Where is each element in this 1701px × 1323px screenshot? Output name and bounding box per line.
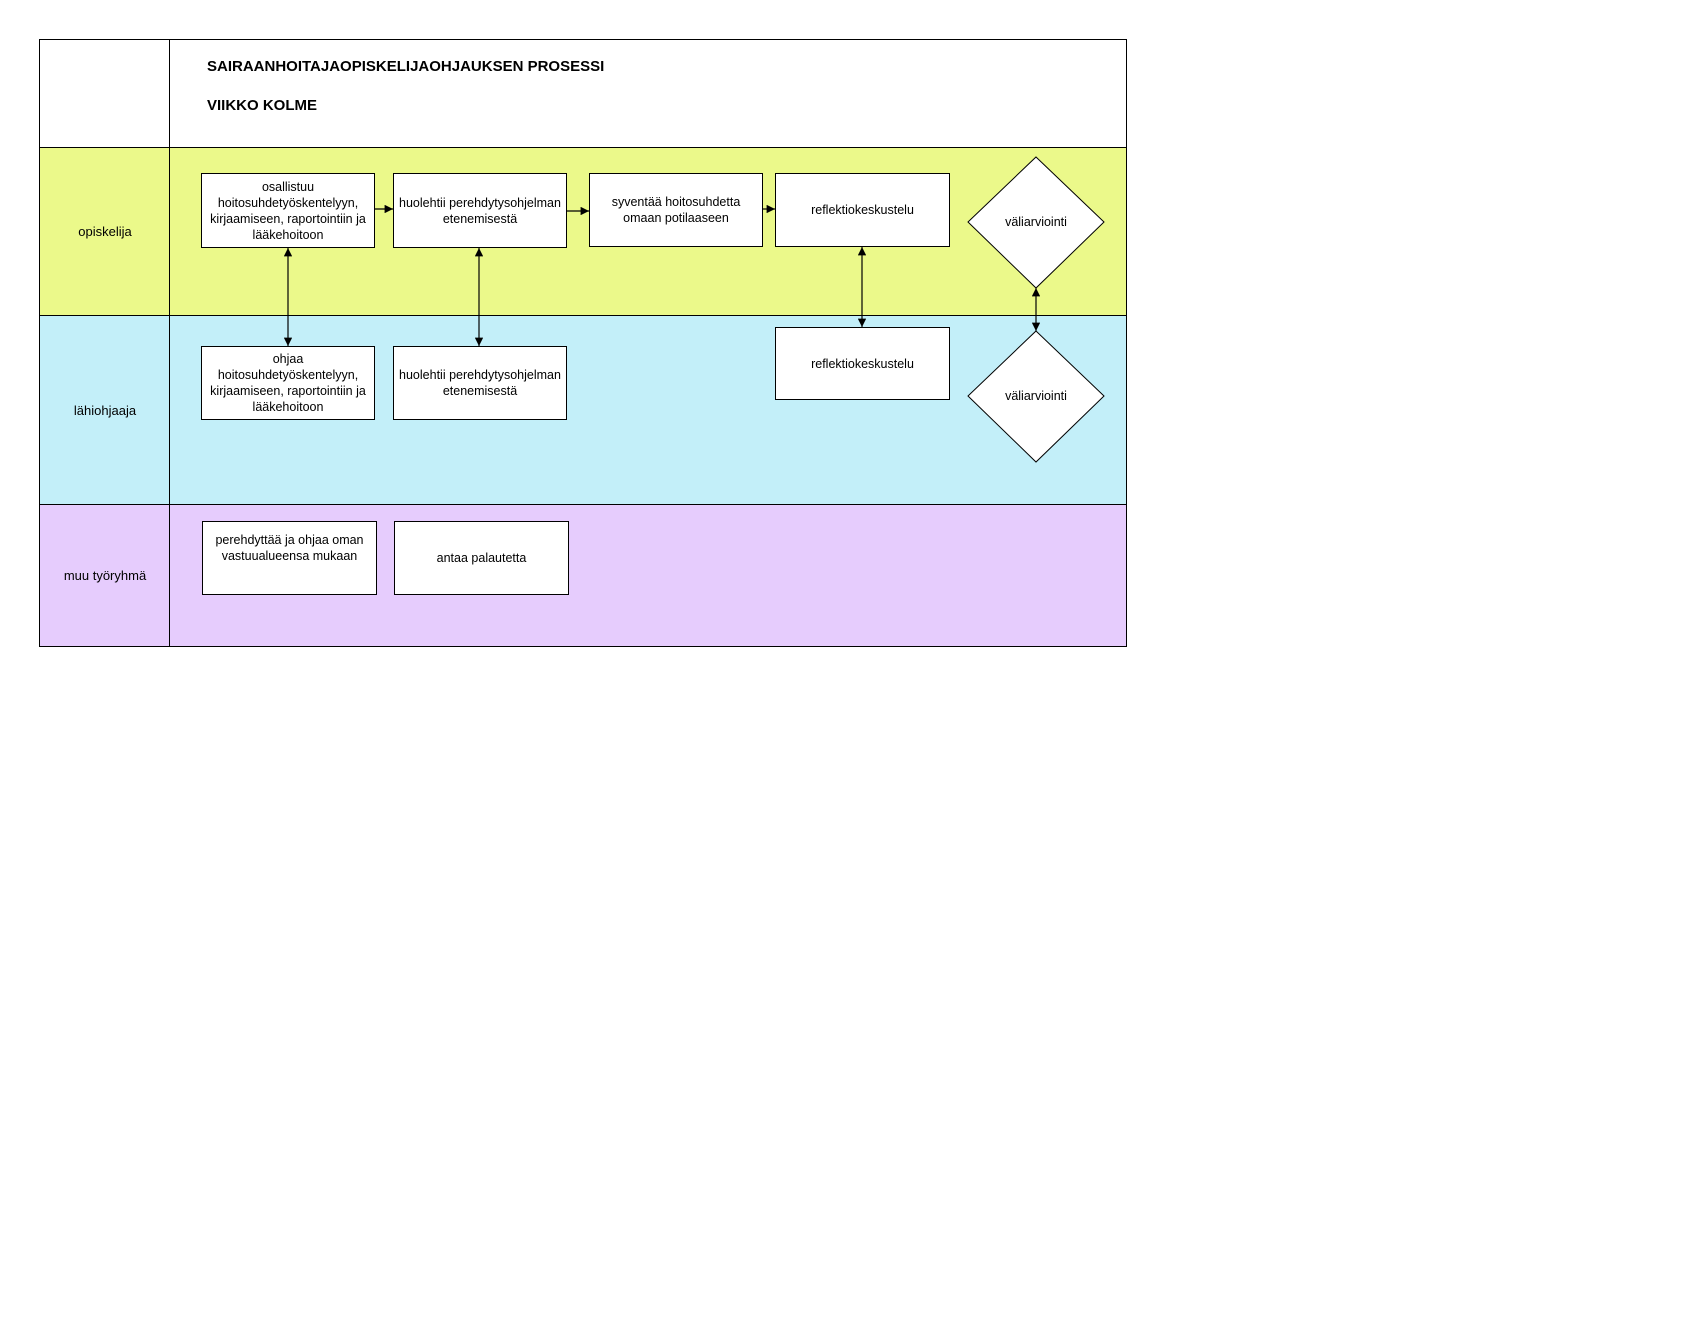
node-antaa-palautetta: antaa palautetta <box>394 521 569 595</box>
node-perehdyttaa: perehdyttää ja ohjaa oman vastuualueensa… <box>202 521 377 595</box>
lane-label-opiskelija: opiskelija <box>78 224 132 239</box>
node-valiarviointi-lahiohjaaja: väliarviointi <box>1005 389 1067 403</box>
lane-label-divider <box>169 39 170 647</box>
node-reflektio-opiskelija: reflektiokeskustelu <box>775 173 950 247</box>
diagram-title: SAIRAANHOITAJAOPISKELIJAOHJAUKSEN PROSES… <box>207 58 605 75</box>
node-valiarviointi-opiskelija: väliarviointi <box>1005 215 1067 229</box>
node-huolehtii-opiskelija: huolehtii perehdytysohjelman etenemisest… <box>393 173 567 248</box>
node-reflektio-lahiohjaaja: reflektiokeskustelu <box>775 327 950 400</box>
lane-label-muu-tyoryhma: muu työryhmä <box>63 568 147 583</box>
node-osallistuu: osallistuu hoitosuhdetyöskentelyyn, kirj… <box>201 173 375 248</box>
node-huolehtii-lahiohjaaja: huolehtii perehdytysohjelman etenemisest… <box>393 346 567 420</box>
node-syventaa: syventää hoitosuhdetta omaan potilaaseen <box>589 173 763 247</box>
node-ohjaa: ohjaa hoitosuhdetyöskentelyyn, kirjaamis… <box>201 346 375 420</box>
lane-label-lahiohjaaja: lähiohjaaja <box>73 402 137 418</box>
diagram-subtitle: VIIKKO KOLME <box>207 97 318 114</box>
lane-header <box>40 40 1126 147</box>
